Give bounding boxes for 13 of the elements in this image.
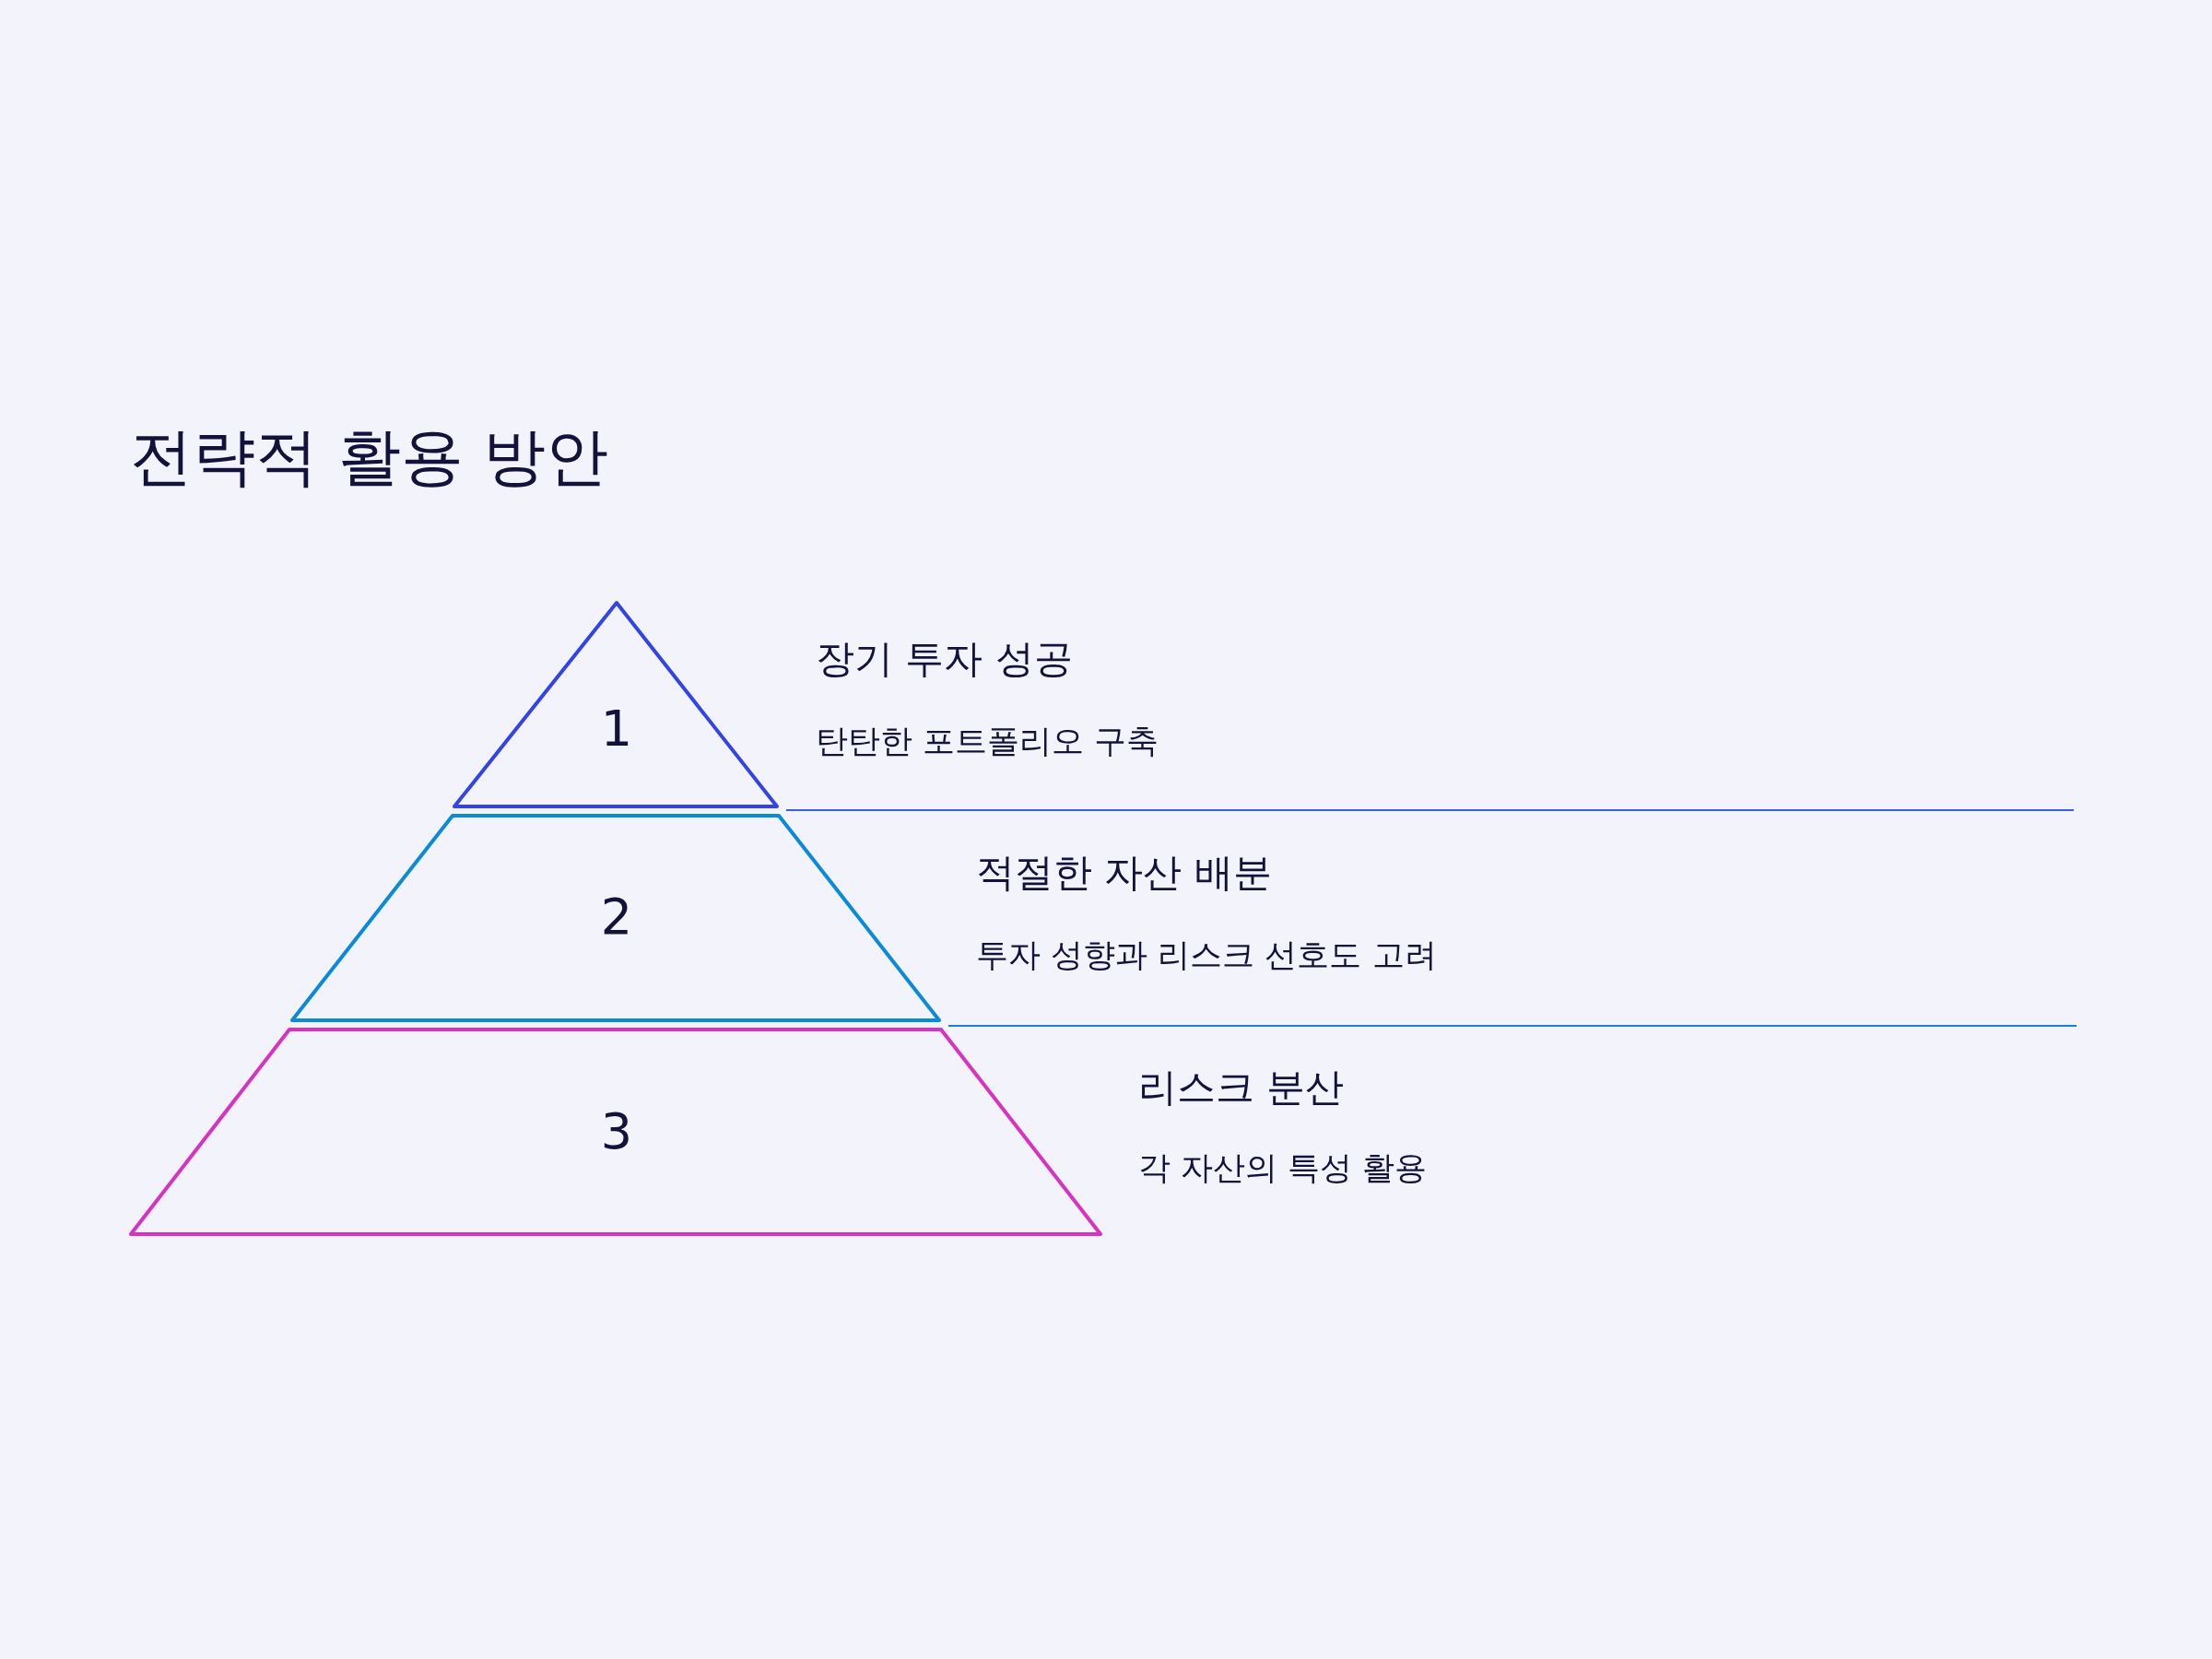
level-heading: 적절한 자산 배분 <box>976 849 1272 897</box>
level-description: 탄탄한 포트폴리오 구축 <box>816 722 1159 760</box>
pyramid-top-triangle <box>454 603 777 806</box>
level-number: 3 <box>600 1107 633 1157</box>
pyramid-trapezoid <box>292 816 939 1020</box>
level-heading: 장기 투자 성공 <box>816 635 1073 683</box>
level-description: 각 자산의 특성 활용 <box>1138 1148 1428 1187</box>
level-description: 투자 성향과 리스크 선호도 고려 <box>976 935 1437 974</box>
level-number: 1 <box>600 704 633 754</box>
level-heading: 리스크 분산 <box>1138 1064 1345 1112</box>
title: 전략적 활용 방안 <box>130 419 609 495</box>
pyramid-trapezoid <box>131 1030 1100 1234</box>
level-number: 2 <box>600 892 633 942</box>
